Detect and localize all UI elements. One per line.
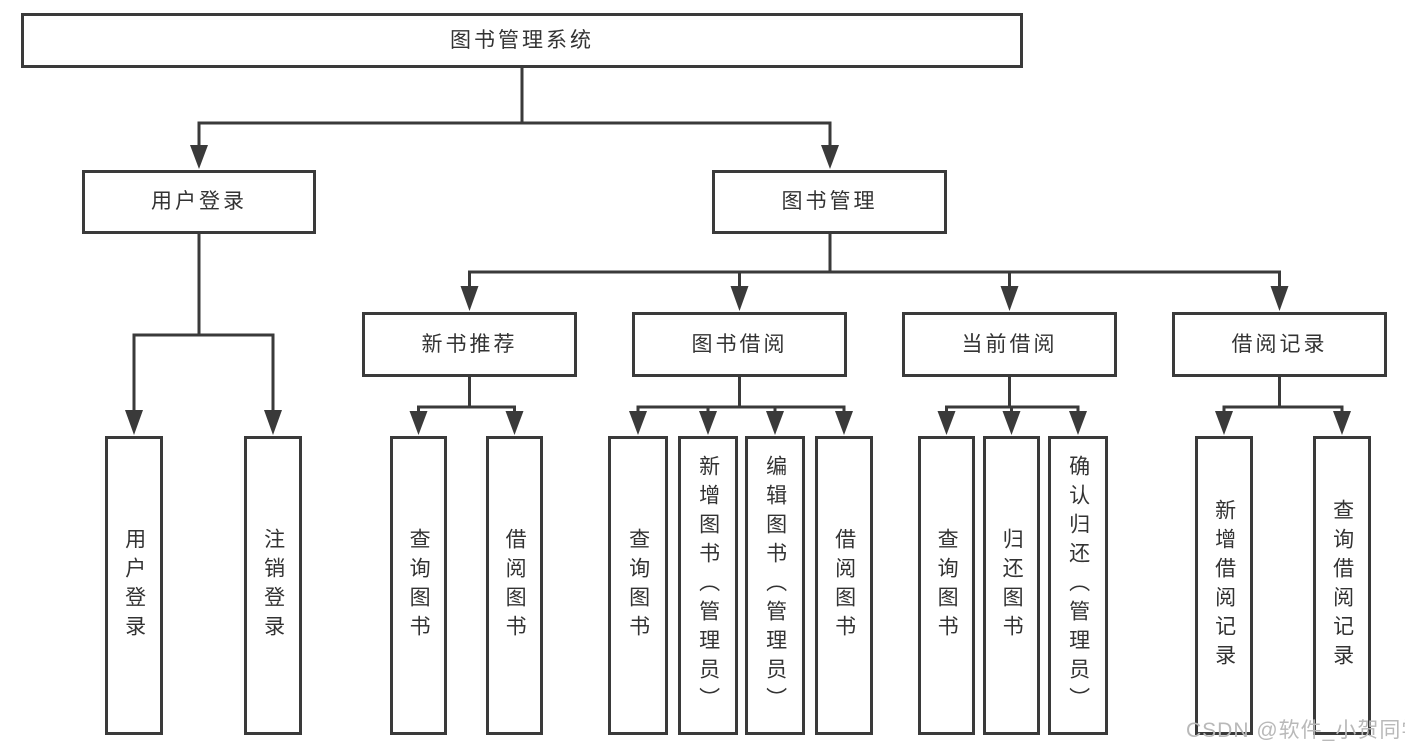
node-borrow-books-recommend: 借阅图书 xyxy=(486,436,543,735)
connector-root-to-level2 xyxy=(197,67,832,150)
connector-new-book-recommend-to-leaves xyxy=(417,376,516,414)
node-current-borrowing: 当前借阅 xyxy=(902,312,1117,377)
connector-book-management-to-level3 xyxy=(468,233,1281,288)
arrowheads-borrow-records-to-leaves xyxy=(1215,411,1351,435)
node-system-root: 图书管理系统 xyxy=(21,13,1023,68)
node-logout-leaf: 注销登录 xyxy=(244,436,302,735)
arrowheads-new-book-recommend-to-leaves xyxy=(409,411,524,435)
arrowheads-book-borrowing-to-leaves xyxy=(629,411,853,435)
connector-borrow-records-to-leaves xyxy=(1222,376,1344,414)
node-borrow-books-leaf: 借阅图书 xyxy=(815,436,873,735)
node-borrow-records: 借阅记录 xyxy=(1172,312,1387,377)
connector-user-login-to-leaves xyxy=(132,233,275,412)
arrowheads-book-management-to-level3 xyxy=(460,286,1289,311)
arrowheads-user-login-to-leaves xyxy=(125,410,282,435)
node-query-books-borrowing: 查询图书 xyxy=(608,436,668,735)
node-confirm-return-admin: 确认归还（管理员） xyxy=(1048,436,1108,735)
node-new-book-recommend: 新书推荐 xyxy=(362,312,577,377)
node-book-borrowing: 图书借阅 xyxy=(632,312,847,377)
node-query-borrow-record: 查询借阅记录 xyxy=(1313,436,1371,735)
arrowheads-root-to-level2 xyxy=(190,145,839,169)
csdn-watermark: CSDN @软件_小贺同学 xyxy=(1186,719,1405,742)
node-user-login: 用户登录 xyxy=(82,170,316,234)
node-add-book-admin: 新增图书（管理员） xyxy=(678,436,738,735)
node-user-login-leaf: 用户登录 xyxy=(105,436,163,735)
node-edit-book-admin: 编辑图书（管理员） xyxy=(745,436,805,735)
connector-current-borrowing-to-leaves xyxy=(945,376,1080,414)
node-return-books: 归还图书 xyxy=(983,436,1040,735)
node-query-books-current: 查询图书 xyxy=(918,436,975,735)
node-book-management: 图书管理 xyxy=(712,170,947,234)
arrowheads-current-borrowing-to-leaves xyxy=(937,411,1087,435)
node-add-borrow-record: 新增借阅记录 xyxy=(1195,436,1253,735)
node-query-books-recommend: 查询图书 xyxy=(390,436,447,735)
connector-book-borrowing-to-leaves xyxy=(636,376,846,414)
